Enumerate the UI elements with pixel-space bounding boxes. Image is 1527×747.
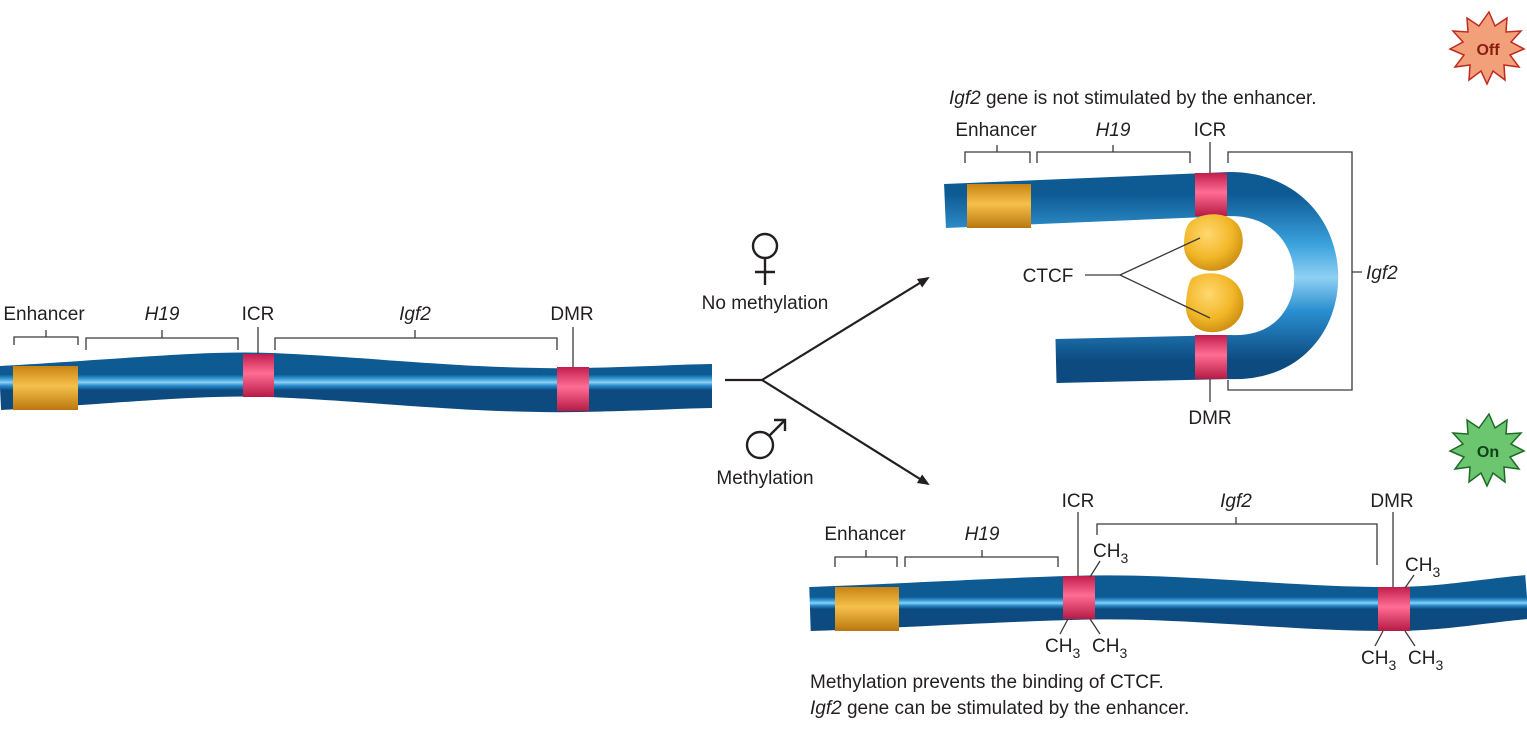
- top-caption: Igf2 gene is not stimulated by the enhan…: [949, 88, 1317, 109]
- top-h19-bracket: [1036, 145, 1191, 163]
- left-enhancer-label: Enhancer: [3, 304, 85, 325]
- left-h19-bracket: [85, 330, 239, 350]
- top-igf2-bracket: [1227, 151, 1362, 391]
- ctcf-protein-upper: [1184, 214, 1243, 271]
- off-badge-label: Off: [1476, 42, 1500, 59]
- top-enhancer-label: Enhancer: [955, 120, 1037, 141]
- icr-methyl-top-sub: 3: [1120, 550, 1128, 566]
- top-dmr-label: DMR: [1188, 408, 1231, 429]
- off-badge: Off: [1448, 10, 1526, 86]
- no-methylation-label: No methylation: [702, 293, 829, 314]
- top-h19-label: H19: [1096, 120, 1131, 141]
- top-icr-segment: [1195, 173, 1227, 216]
- dmr-methyl-left: CH3: [1361, 648, 1396, 673]
- bottom-caption-line2-rest: gene can be stimulated by the enhancer.: [842, 698, 1190, 719]
- arrow-to-methylated: [761, 379, 930, 486]
- methylation-label: Methylation: [716, 468, 813, 489]
- icr-methyl-top-base: CH: [1093, 541, 1120, 562]
- dmr-methyl-stem-top: [1404, 574, 1415, 589]
- ctcf-protein-lower: [1185, 273, 1244, 333]
- methylated-strand: Enhancer H19 ICR Igf2 DMR CH3 CH3 CH3 CH…: [809, 412, 1527, 719]
- ctcf-label: CTCF: [1023, 266, 1074, 287]
- top-caption-italic: Igf2: [949, 88, 981, 109]
- top-enhancer-segment: [967, 184, 1031, 228]
- left-enhancer-bracket: [13, 330, 79, 345]
- icr-methyl-stem-left: [1059, 618, 1069, 635]
- icr-methyl-right: CH3: [1092, 636, 1127, 661]
- off-burst-icon: [1448, 10, 1526, 86]
- dmr-methyl-stem-left: [1374, 630, 1384, 647]
- icr-methyl-right-base: CH: [1092, 636, 1119, 657]
- top-igf2-label: Igf2: [1366, 263, 1398, 284]
- on-badge-label: On: [1477, 444, 1499, 461]
- icr-methyl-left: CH3: [1045, 636, 1080, 661]
- icr-methyl-right-sub: 3: [1119, 645, 1127, 661]
- ctcf-leader-upper: [1119, 237, 1201, 276]
- dmr-methyl-stem-right: [1404, 630, 1416, 647]
- bottom-h19-bracket: [904, 550, 1059, 567]
- ctcf-leader-lower: [1119, 274, 1211, 319]
- bottom-caption-line2: Igf2 gene can be stimulated by the enhan…: [810, 698, 1189, 719]
- bottom-dna-body: [809, 575, 1527, 632]
- bottom-enhancer-label: Enhancer: [824, 524, 906, 545]
- left-igf2-label: Igf2: [399, 304, 431, 325]
- left-dmr-segment: [557, 367, 589, 411]
- bottom-enhancer-segment: [835, 587, 899, 631]
- dmr-methyl-top: CH3: [1405, 555, 1440, 580]
- top-icr-label: ICR: [1194, 120, 1227, 141]
- female-symbol-group: No methylation: [702, 232, 829, 314]
- dmr-methyl-left-base: CH: [1361, 648, 1388, 669]
- left-icr-label: ICR: [242, 304, 275, 325]
- icr-methyl-left-sub: 3: [1072, 645, 1080, 661]
- dmr-methyl-top-sub: 3: [1432, 564, 1440, 580]
- bottom-caption-line2-italic: Igf2: [810, 698, 842, 719]
- top-caption-rest: gene is not stimulated by the enhancer.: [981, 88, 1317, 109]
- dmr-methyl-left-sub: 3: [1388, 657, 1396, 673]
- left-dna-strand: Enhancer H19 ICR Igf2 DMR: [0, 304, 713, 413]
- bottom-caption-line1: Methylation prevents the binding of CTCF…: [810, 672, 1164, 693]
- top-enhancer-bracket: [964, 145, 1031, 163]
- bottom-h19-label: H19: [965, 524, 1000, 545]
- left-dmr-label: DMR: [550, 304, 593, 325]
- arrow-to-unmethylated: [761, 276, 930, 381]
- bottom-dmr-label: DMR: [1370, 491, 1413, 512]
- branch-arrows: [725, 276, 930, 486]
- left-dna-body: [0, 352, 713, 413]
- bottom-igf2-label: Igf2: [1220, 491, 1252, 512]
- unmethylated-loop: Igf2 gene is not stimulated by the enhan…: [944, 10, 1526, 429]
- male-symbol-icon: [745, 418, 787, 460]
- top-loop-dna-body: [944, 171, 1339, 383]
- on-badge: On: [1448, 412, 1526, 488]
- left-igf2-bracket: [274, 330, 558, 350]
- bottom-icr-segment: [1063, 576, 1095, 619]
- bottom-igf2-bracket: [1096, 517, 1378, 565]
- left-h19-label: H19: [145, 304, 180, 325]
- icr-methyl-stem-right: [1089, 618, 1101, 635]
- dmr-methyl-right: CH3: [1408, 648, 1443, 673]
- dmr-methyl-top-base: CH: [1405, 555, 1432, 576]
- bottom-dmr-segment: [1378, 587, 1410, 631]
- dmr-methyl-right-base: CH: [1408, 648, 1435, 669]
- left-enhancer-segment: [13, 366, 78, 410]
- top-dmr-segment: [1195, 335, 1227, 379]
- icr-methyl-top: CH3: [1093, 541, 1128, 566]
- female-symbol-icon: [751, 232, 779, 285]
- icr-methyl-left-base: CH: [1045, 636, 1072, 657]
- left-icr-segment: [243, 354, 274, 397]
- on-burst-icon: [1448, 412, 1526, 488]
- bottom-enhancer-bracket: [834, 550, 898, 567]
- bottom-icr-label: ICR: [1062, 491, 1095, 512]
- icr-methyl-stem-top: [1089, 560, 1101, 578]
- dmr-methyl-right-sub: 3: [1435, 657, 1443, 673]
- male-symbol-group: Methylation: [716, 418, 814, 489]
